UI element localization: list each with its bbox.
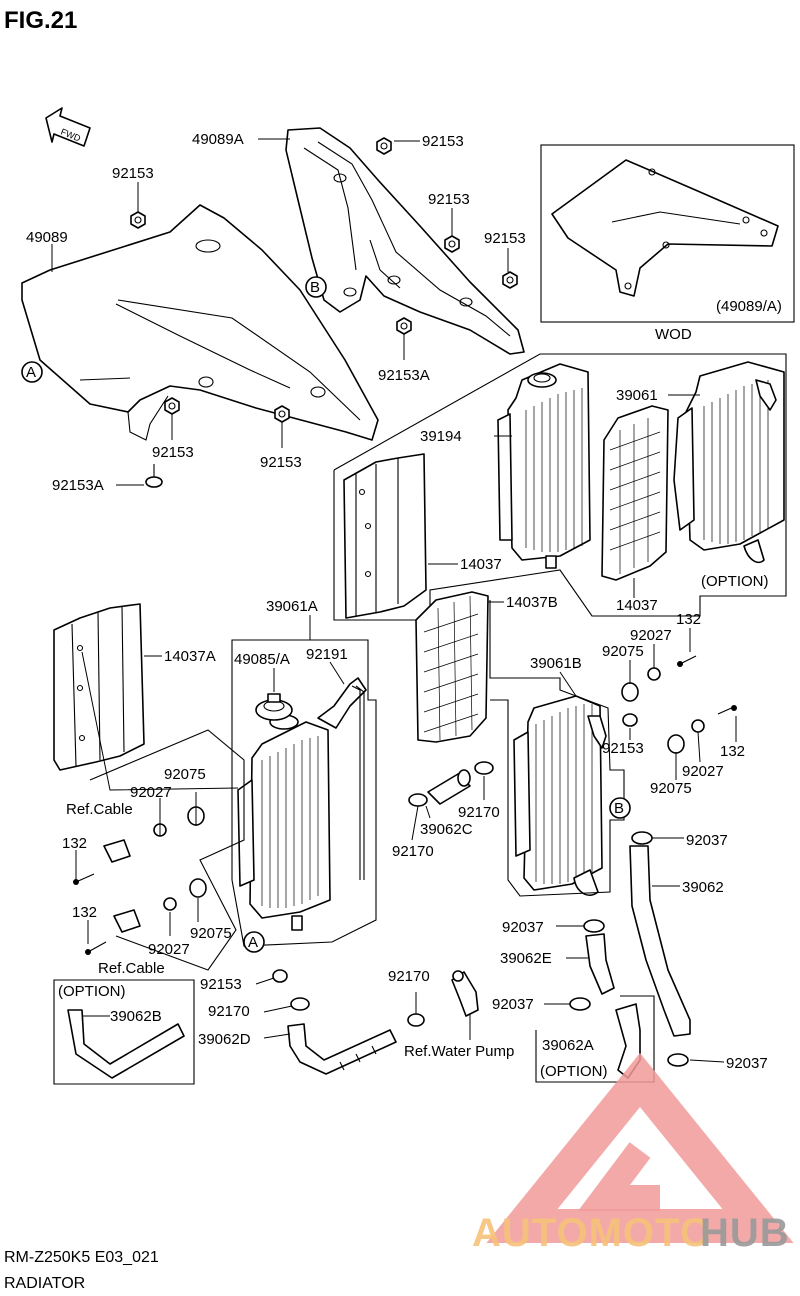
callout-132: 132 xyxy=(72,904,97,921)
radiator-guard-14037-upper xyxy=(343,453,427,619)
callout-49089A: 49089A xyxy=(192,131,244,148)
callout-14037A: 14037A xyxy=(164,648,216,665)
callout-92153: 92153 xyxy=(260,454,302,471)
figure-title: FIG.21 xyxy=(4,7,77,34)
callout-92027: 92027 xyxy=(630,627,672,644)
group-outline-39061A xyxy=(231,639,377,947)
callout-39194: 39194 xyxy=(420,428,462,445)
callout-132: 132 xyxy=(62,835,87,852)
cable-clip-group xyxy=(103,839,141,933)
wod-label: WOD xyxy=(655,326,692,343)
hose-39062B xyxy=(67,1009,185,1079)
water-pump-fitting xyxy=(451,970,479,1040)
callout-92153: 92153 xyxy=(200,976,242,993)
callout-39062D: 39062D xyxy=(198,1031,251,1048)
callout-92153: 92153 xyxy=(602,740,644,757)
model-code: RM-Z250K5 E03_021 xyxy=(4,1249,159,1266)
callout-49089: 49089 xyxy=(26,229,68,246)
callout-39062E: 39062E xyxy=(500,950,552,967)
ref-marker-a: A xyxy=(26,364,36,381)
callout-labels: 49089A 92153 92153 49089 92153 92153 921… xyxy=(26,131,769,1080)
radiator-cap-49085 xyxy=(255,693,293,721)
callout-92170: 92170 xyxy=(208,1003,250,1020)
callout-39062B: 39062B xyxy=(110,1008,162,1025)
wod-inset: (49089/A) xyxy=(540,144,795,323)
leader-lines xyxy=(51,138,737,1063)
ref-marker-b-lower: B xyxy=(614,800,624,817)
radiator-39061 xyxy=(673,361,785,564)
callout-92170: 92170 xyxy=(458,804,500,821)
callout-39061B: 39061B xyxy=(530,655,582,672)
radiator-grille-14037B xyxy=(415,591,489,743)
callout-132: 132 xyxy=(676,611,701,628)
watermark-text-secondary: HUB xyxy=(700,1211,790,1255)
callout-49085-A: 49085/A xyxy=(234,651,290,668)
callout-92191: 92191 xyxy=(306,646,348,663)
mounting-hardware-group xyxy=(73,655,737,983)
callout-92153: 92153 xyxy=(484,230,526,247)
callout-92075: 92075 xyxy=(164,766,206,783)
callout-39062: 39062 xyxy=(682,879,724,896)
callout-option: (OPTION) xyxy=(701,573,769,590)
group-outline-39061B xyxy=(489,600,625,897)
callout-92170: 92170 xyxy=(388,968,430,985)
radiator-39061B xyxy=(513,695,607,896)
callout-92153: 92153 xyxy=(152,444,194,461)
radiator-shroud-left xyxy=(21,204,379,441)
callout-92153A: 92153A xyxy=(378,367,430,384)
callout-92027: 92027 xyxy=(682,763,724,780)
wod-variant-label: (49089/A) xyxy=(716,298,782,315)
callout-92153: 92153 xyxy=(428,191,470,208)
callout-132: 132 xyxy=(720,743,745,760)
callout-14037: 14037 xyxy=(460,556,502,573)
ref-marker-b: B xyxy=(310,279,320,296)
hose-39062C xyxy=(427,769,471,805)
radiator-39061A xyxy=(237,677,367,931)
group-outline-upper xyxy=(333,353,787,621)
ref-marker-a-lower: A xyxy=(248,934,258,951)
callout-option: (OPTION) xyxy=(58,983,126,1000)
section-name: RADIATOR xyxy=(4,1275,85,1292)
callout-92027: 92027 xyxy=(148,941,190,958)
hose-39062E xyxy=(585,933,615,995)
callout-92037: 92037 xyxy=(726,1055,768,1072)
callout-92153: 92153 xyxy=(112,165,154,182)
callout-39062C: 39062C xyxy=(420,821,473,838)
callout-92153A: 92153A xyxy=(52,477,104,494)
group-outline-left-hardware xyxy=(89,729,245,971)
callout-14037B: 14037B xyxy=(506,594,558,611)
callout-39061A: 39061A xyxy=(266,598,318,615)
callout-92037: 92037 xyxy=(686,832,728,849)
callout-ref-water-pump: Ref.Water Pump xyxy=(404,1043,514,1060)
overflow-tube-92191 xyxy=(351,685,365,880)
callout-92075: 92075 xyxy=(602,643,644,660)
callout-14037: 14037 xyxy=(616,597,658,614)
callout-92037: 92037 xyxy=(492,996,534,1013)
callout-39062A: 39062A xyxy=(542,1037,594,1054)
group-outline-39062B xyxy=(53,979,195,1085)
callout-92170: 92170 xyxy=(392,843,434,860)
ref-marker-group: A B A B xyxy=(21,276,631,953)
radiator-grille-14037 xyxy=(601,405,669,581)
callout-ref-cable: Ref.Cable xyxy=(66,801,133,818)
fwd-arrow-icon: FWD xyxy=(45,107,91,147)
hose-clamp-group xyxy=(290,761,689,1067)
watermark-text-primary: AUTOMOTO xyxy=(472,1211,712,1255)
callout-92037: 92037 xyxy=(502,919,544,936)
bolt-92153-group xyxy=(130,137,518,488)
radiator-39194 xyxy=(497,363,591,569)
callout-39061: 39061 xyxy=(616,387,658,404)
watermark-logo: AUTOMOTO HUB xyxy=(472,1052,794,1255)
callout-92075: 92075 xyxy=(650,780,692,797)
callout-option: (OPTION) xyxy=(540,1063,608,1080)
radiator-shroud-right xyxy=(285,127,525,355)
hose-39062D xyxy=(287,1023,397,1075)
callout-92153: 92153 xyxy=(422,133,464,150)
callout-92075: 92075 xyxy=(190,925,232,942)
radiator-guard-14037A xyxy=(53,603,239,791)
callout-92027: 92027 xyxy=(130,784,172,801)
hose-39062 xyxy=(629,845,691,1037)
callout-ref-cable: Ref.Cable xyxy=(98,960,165,977)
